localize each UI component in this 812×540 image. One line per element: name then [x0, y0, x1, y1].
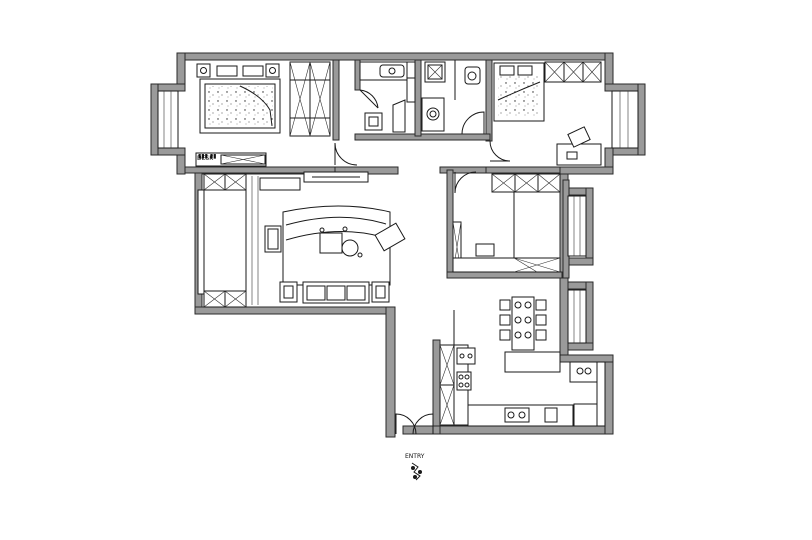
sink [456, 347, 476, 365]
nightstand-left [196, 63, 211, 78]
wardrobe-right [544, 61, 602, 83]
fridge [573, 403, 601, 427]
bedroom-right [489, 61, 639, 166]
master-bedroom: ▮▮▮ ▮▮ [157, 61, 358, 167]
round-side-table [341, 239, 359, 257]
study-chair [475, 243, 495, 257]
desk-label: DESK [197, 155, 214, 162]
stove [456, 371, 472, 391]
bedroom-study [452, 173, 587, 273]
corridor-door [454, 171, 477, 194]
bathroom-area [359, 60, 485, 135]
sofa-set [264, 205, 406, 304]
sofa [302, 281, 370, 304]
wardrobe-study [491, 173, 561, 193]
study-desk [556, 143, 602, 166]
living-room [197, 171, 406, 308]
side-table-right [371, 281, 390, 303]
window-dining [567, 289, 587, 344]
svg-text:▮▮▮ ▮▮: ▮▮▮ ▮▮ [198, 153, 216, 160]
bed-right [493, 62, 545, 122]
interior-walls [184, 59, 570, 279]
entry: ENTRY [395, 413, 434, 481]
dining-table [511, 296, 535, 351]
kitchen [439, 310, 606, 427]
nightstand-right [265, 63, 280, 78]
window-study [567, 195, 587, 257]
wardrobe-master [289, 61, 331, 137]
armchair [264, 225, 282, 253]
side-table-left [279, 281, 298, 303]
coffee-table [319, 232, 343, 254]
dining-area [499, 289, 587, 373]
lounge-chair [374, 222, 406, 252]
tv-console [259, 177, 301, 191]
entry-label: ENTRY [405, 453, 425, 460]
desk-chair [567, 126, 591, 148]
double-bed [199, 65, 281, 134]
kitchen-island [504, 351, 561, 373]
